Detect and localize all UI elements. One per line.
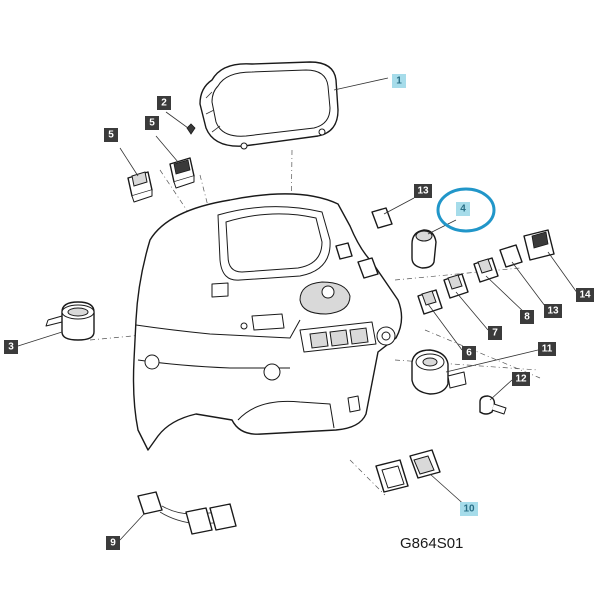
screw[interactable] [186, 123, 196, 135]
leader-lines [17, 77, 579, 541]
callout-label: 2 [161, 98, 167, 109]
callout-label: 13 [547, 306, 559, 317]
ignition-switch[interactable] [411, 349, 467, 395]
callout-4[interactable]: 4 [456, 202, 470, 216]
callout-3[interactable]: 3 [4, 340, 18, 354]
callout-6[interactable]: 6 [462, 346, 476, 360]
switch-13[interactable] [499, 244, 523, 268]
wiring-connector[interactable] [137, 491, 237, 535]
callout-13-upper[interactable]: 13 [414, 184, 432, 198]
instrument-cluster[interactable] [199, 61, 339, 150]
callout-5-upper[interactable]: 5 [145, 116, 159, 130]
switch-8[interactable] [473, 257, 499, 283]
ignition-key[interactable] [479, 395, 507, 415]
callout-2[interactable]: 2 [157, 96, 171, 110]
callout-label: 12 [515, 374, 527, 385]
callout-10[interactable]: 10 [460, 502, 478, 516]
callout-label: 3 [8, 342, 14, 353]
rotary-knob[interactable] [45, 301, 95, 341]
callout-1[interactable]: 1 [392, 74, 406, 88]
blank-cover-upper[interactable] [371, 207, 393, 229]
callout-label: 13 [417, 186, 429, 197]
switch-pair-10[interactable] [375, 449, 441, 493]
switch-6[interactable] [417, 289, 443, 315]
callout-label: 11 [542, 344, 553, 355]
rocker-switch-left[interactable] [127, 171, 153, 203]
callout-8[interactable]: 8 [520, 310, 534, 324]
callout-11[interactable]: 11 [538, 342, 556, 356]
callout-label: 6 [466, 348, 472, 359]
callout-label: 8 [524, 312, 530, 323]
callout-14[interactable]: 14 [576, 288, 594, 302]
dashboard-housing[interactable] [132, 193, 403, 451]
callouts: 1 2 3 4 5 5 6 7 [4, 74, 594, 550]
callout-label: 5 [149, 118, 155, 129]
highlight-ring [436, 187, 496, 233]
callout-label: 7 [492, 328, 498, 339]
callout-13-lower[interactable]: 13 [544, 304, 562, 318]
callout-label: 4 [460, 204, 466, 215]
drawing-code: G864S01 [400, 535, 463, 552]
callout-9[interactable]: 9 [106, 536, 120, 550]
blank-cover-small[interactable] [335, 242, 379, 279]
switch-7[interactable] [443, 273, 469, 299]
switch-14[interactable] [523, 229, 555, 261]
callout-5-lower[interactable]: 5 [104, 128, 118, 142]
callout-label: 10 [463, 504, 475, 515]
callout-12[interactable]: 12 [512, 372, 530, 386]
rocker-switch-right[interactable] [169, 157, 195, 189]
callout-label: 5 [108, 130, 114, 141]
callout-label: 1 [396, 76, 402, 87]
callout-label: 14 [579, 290, 591, 301]
indicator-lamp[interactable] [411, 229, 437, 269]
callout-7[interactable]: 7 [488, 326, 502, 340]
callout-label: 9 [110, 538, 116, 549]
